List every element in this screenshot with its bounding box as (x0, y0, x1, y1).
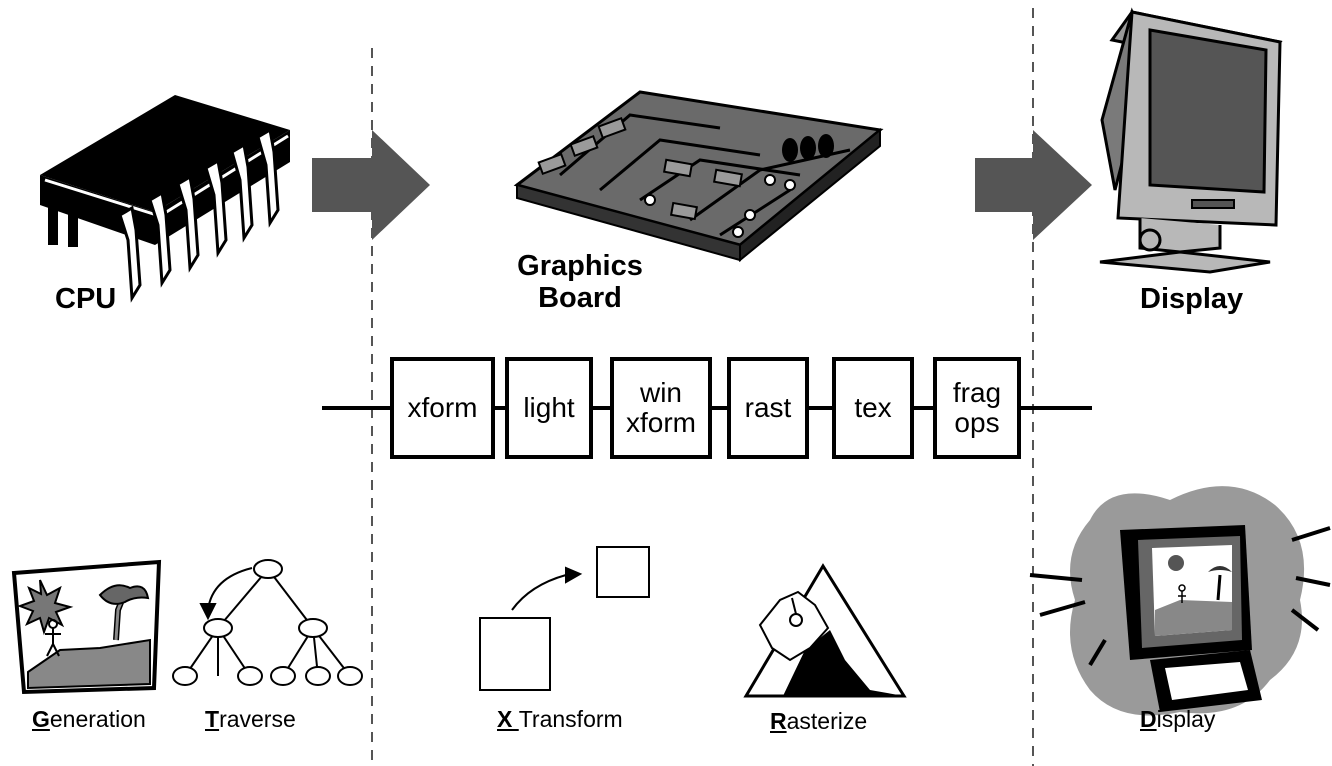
stage-light: light (505, 357, 593, 459)
caption-traverse-rest: raverse (219, 706, 296, 732)
monitor-icon (1099, 7, 1283, 274)
stage-win-xform-label: win xform (626, 377, 696, 438)
cpu-label: CPU (55, 283, 117, 315)
caption-xtransform-initial: X (497, 706, 519, 732)
graphics-board-label-line2: Board (538, 282, 622, 314)
caption-display-initial: D (1140, 706, 1157, 732)
graphics-board-label: Graphics Board (510, 250, 650, 314)
caption-rasterize-rest: asterize (786, 708, 868, 734)
generation-picture-icon (11, 559, 162, 695)
stage-rast: rast (727, 357, 809, 459)
graphics-board-label-line1: Graphics (517, 250, 643, 282)
stage-xform: xform (390, 357, 495, 459)
stage-xform-label: xform (407, 392, 478, 423)
caption-display-rest: isplay (1156, 706, 1216, 732)
caption-rasterize-initial: R (770, 708, 787, 734)
caption-generation: Generation (32, 706, 146, 732)
cpu-chip-icon (40, 95, 290, 303)
stage-frag-ops-label: frag ops (952, 377, 1002, 438)
caption-xtransform-rest: Transform (518, 706, 623, 732)
caption-traverse: Traverse (205, 706, 296, 732)
stage-light-label: light (523, 392, 575, 423)
caption-rasterize: Rasterize (770, 708, 867, 734)
caption-generation-initial: G (32, 706, 50, 732)
graphics-board-icon (513, 90, 884, 263)
caption-traverse-initial: T (205, 706, 220, 732)
display-computer-icon (1029, 486, 1331, 716)
stage-tex-label: tex (854, 392, 892, 423)
stage-frag-ops: frag ops (933, 357, 1021, 459)
traverse-tree-icon (172, 559, 363, 686)
arrow-board-to-display (975, 130, 1092, 240)
caption-generation-rest: eneration (49, 706, 146, 732)
caption-display: Display (1140, 706, 1215, 732)
arrow-cpu-to-board (312, 130, 430, 240)
stage-tex: tex (832, 357, 914, 459)
stage-rast-label: rast (744, 392, 792, 423)
stage-win-xform: win xform (610, 357, 712, 459)
caption-xtransform: X Transform (497, 706, 623, 732)
rasterize-triangle-icon (743, 563, 907, 698)
xtransform-boxes-icon (479, 546, 650, 691)
display-label: Display (1140, 283, 1244, 315)
